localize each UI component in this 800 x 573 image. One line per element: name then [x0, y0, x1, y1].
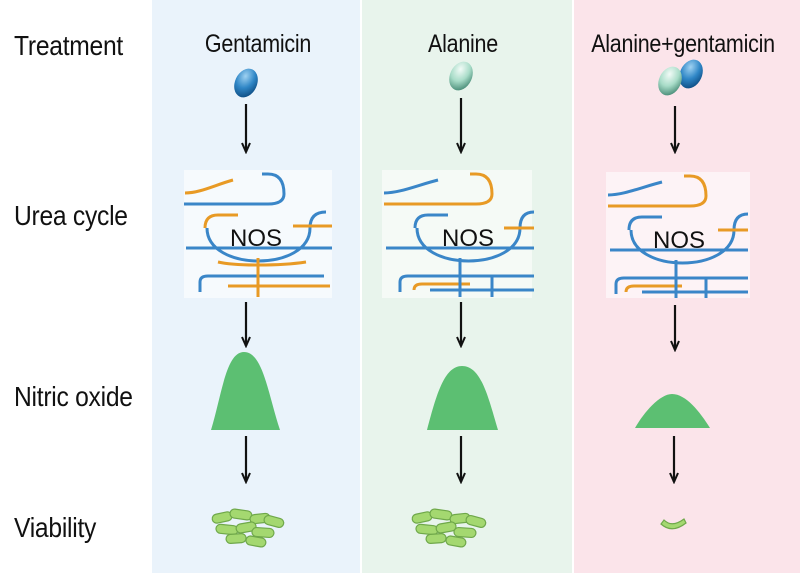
nos-label: NOS	[230, 225, 282, 252]
nitric-oxide-peak-icon	[635, 394, 710, 428]
alanine-pill-icon	[449, 61, 473, 91]
nos-label: NOS	[653, 227, 705, 254]
column-heading-alanine-gentamicin: Alanine+gentamicin	[591, 30, 775, 58]
urea-cycle-alanine-gentamicin-icon: NOS	[606, 172, 750, 298]
bacteria-cluster-icon	[660, 518, 687, 530]
nos-label: NOS	[442, 225, 494, 252]
row-label-treatment: Treatment	[14, 30, 124, 61]
alanine-gentamicin-pills-icon	[658, 59, 703, 96]
row-label-viability: Viability	[14, 512, 97, 543]
row-label-nitric-oxide: Nitric oxide	[14, 381, 133, 412]
column-heading-gentamicin: Gentamicin	[204, 30, 312, 58]
column-heading-alanine: Alanine	[428, 30, 498, 58]
urea-cycle-gentamicin-icon: NOS	[184, 170, 332, 298]
row-label-urea-cycle: Urea cycle	[14, 200, 128, 231]
nitric-oxide-peak-icon	[427, 366, 498, 430]
bacteria-cluster-icon	[211, 508, 285, 548]
bacteria-cluster-icon	[411, 508, 487, 548]
urea-cycle-alanine-icon: NOS	[382, 170, 535, 298]
gentamicin-pill-icon	[234, 68, 258, 98]
nitric-oxide-peak-icon	[211, 352, 280, 430]
